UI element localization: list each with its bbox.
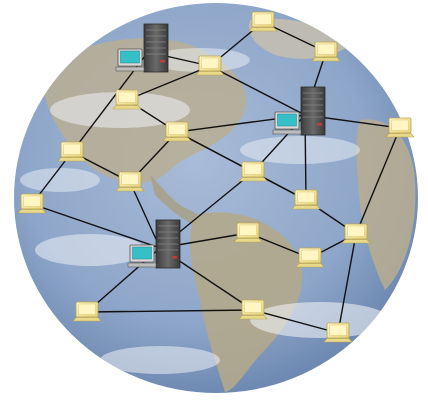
network-link	[31, 203, 161, 249]
desktop-computer-icon	[238, 299, 268, 320]
desktop-computer-icon	[291, 189, 321, 210]
desktop-computer-icon	[162, 121, 192, 142]
desktop-computer-icon	[112, 89, 142, 110]
desktop-computer-icon	[323, 322, 353, 343]
desktop-computer-icon	[195, 55, 225, 76]
desktop-computer-icon	[295, 247, 325, 268]
desktop-computer-icon	[238, 161, 268, 182]
network-link	[355, 127, 401, 235]
server-tower-with-monitor-icon	[272, 86, 326, 136]
desktop-computer-icon	[72, 301, 102, 322]
desktop-computer-icon	[385, 117, 415, 138]
network-link	[126, 65, 211, 101]
server-tower-with-monitor-icon	[127, 219, 181, 269]
network-link	[129, 181, 161, 249]
desktop-computer-icon	[57, 141, 87, 162]
server-tower-with-monitor-icon	[115, 23, 169, 73]
desktop-computer-icon	[17, 193, 47, 214]
network-nodes	[17, 11, 415, 343]
network-link	[252, 309, 339, 334]
network-link	[86, 309, 254, 313]
desktop-computer-icon	[233, 222, 263, 243]
desktop-computer-icon	[311, 41, 341, 62]
desktop-computer-icon	[115, 171, 145, 192]
network-link	[209, 65, 306, 116]
desktop-computer-icon	[341, 223, 371, 244]
desktop-computer-icon	[248, 11, 278, 32]
network-link	[337, 233, 357, 334]
